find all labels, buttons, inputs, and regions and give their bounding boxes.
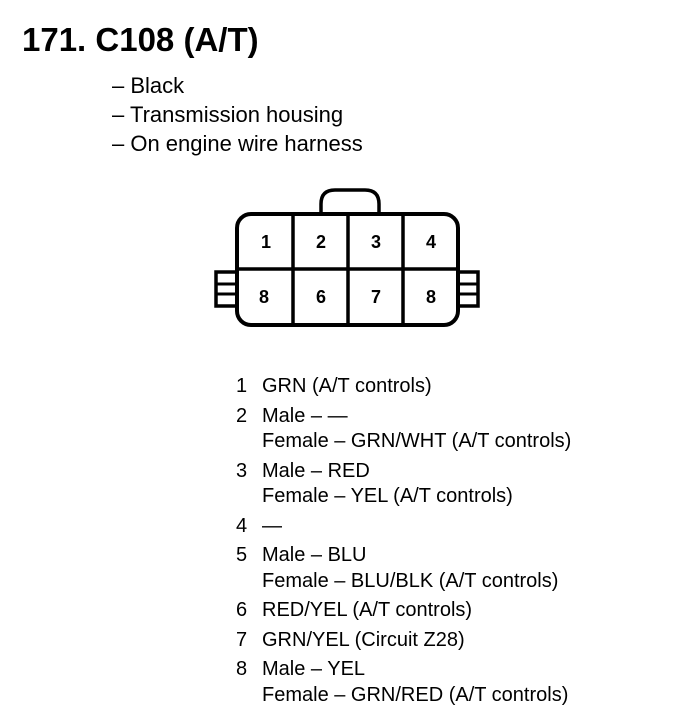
pin-line: Female – GRN/WHT (A/T controls) [262,430,572,452]
pin-line: Female – GRN/RED (A/T controls) [262,683,569,706]
pin-line: Male – — [262,404,348,427]
cavity-label: 4 [426,232,436,252]
cavity-label: 8 [259,287,269,307]
pin-description: — [262,514,282,540]
pin-number: 1 [236,375,248,397]
pin-row: 2 Male – — Female – GRN/WHT (A/T control… [236,404,571,455]
pin-row: 3 Male – RED Female – YEL (A/T controls) [236,459,571,510]
pin-number: 6 [236,599,248,621]
pin-row: 8 Male – YEL Female – GRN/RED (A/T contr… [236,657,571,708]
cavity-label: 8 [426,287,436,307]
pin-line: GRN/YEL (Circuit Z28) [262,628,465,651]
pin-number: 8 [236,658,248,680]
connector-left-latch [214,270,240,308]
connector-details: – Black – Transmission housing – On engi… [112,71,363,158]
pin-description: RED/YEL (A/T controls) [262,598,472,624]
pin-row: 5 Male – BLU Female – BLU/BLK (A/T contr… [236,543,571,594]
pin-description: Male – BLU Female – BLU/BLK (A/T control… [262,543,558,594]
pin-number: 4 [236,514,248,537]
pin-number: 5 [236,544,248,566]
pin-line: RED/YEL (A/T controls) [262,599,473,621]
pin-description: GRN/YEL (Circuit Z28) [262,628,465,654]
cavity-label: 3 [371,232,381,252]
pin-description: GRN (A/T controls) [262,374,432,400]
detail-color: – Black [112,73,185,98]
cavity-label: 7 [371,287,381,307]
pin-line: Female – YEL (A/T controls) [262,485,513,507]
cavity-label: 1 [261,232,271,252]
pin-row: 7 GRN/YEL (Circuit Z28) [236,628,571,654]
cavity-label: 2 [316,232,326,252]
detail-harness: – On engine wire harness [112,131,363,156]
cavity-label: 6 [316,287,326,307]
pin-line: Male – BLU [262,544,367,566]
connector-face-diagram: 1 2 3 4 8 6 7 8 [214,188,480,327]
pin-row: 1 GRN (A/T controls) [236,374,571,400]
connector-lock-tab [319,188,381,214]
pin-line: Female – BLU/BLK (A/T controls) [262,569,559,592]
pin-list: 1 GRN (A/T controls) 2 Male – — Female –… [236,374,571,712]
pin-line: GRN (A/T controls) [262,375,432,397]
pin-description: Male – RED Female – YEL (A/T controls) [262,459,513,510]
pin-line: — [262,514,282,537]
detail-location: – Transmission housing [112,102,344,127]
pin-row: 6 RED/YEL (A/T controls) [236,598,571,624]
connector-title: 171. C108 (A/T) [22,21,259,58]
pin-number: 7 [236,628,248,651]
pin-line: Male – YEL [262,658,366,680]
pin-row: 4 — [236,514,571,540]
pin-description: Male – — Female – GRN/WHT (A/T controls) [262,404,571,455]
pin-description: Male – YEL Female – GRN/RED (A/T control… [262,657,568,708]
pin-line: Male – RED [262,459,370,482]
pin-number: 2 [236,404,248,427]
pin-number: 3 [236,459,248,482]
